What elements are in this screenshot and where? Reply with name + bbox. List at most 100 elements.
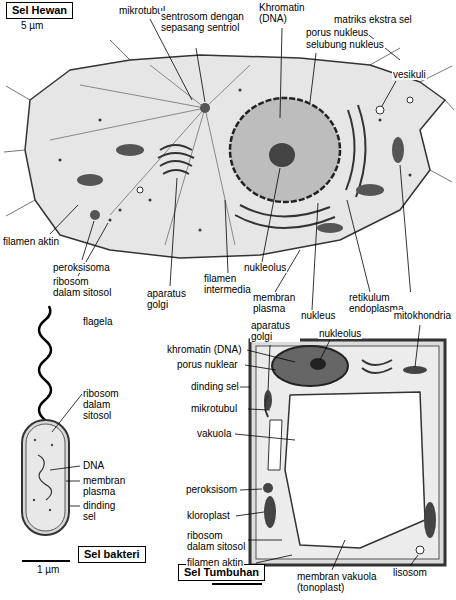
part-label: aparatus golgi: [250, 320, 300, 342]
part-label: sentrosom dengan sepasang sentriol: [160, 11, 246, 33]
leader-line: [280, 28, 282, 118]
part-label: mikrotubul: [118, 5, 166, 16]
leader-line: [247, 350, 295, 362]
bacterium: [33, 439, 53, 511]
animal-cell: [59, 159, 62, 162]
plant-cell: [250, 340, 445, 565]
part-label: peroksisoma: [52, 262, 111, 273]
leader-line: [268, 345, 270, 391]
part-label: peroksisom: [185, 484, 238, 495]
leader-line: [240, 489, 262, 490]
animal-cell: [379, 119, 382, 122]
leader-line: [50, 205, 78, 234]
leader-line: [400, 165, 412, 310]
bacterium: [26, 424, 65, 531]
leader-line: [66, 481, 80, 482]
title-box: Sel bakteri: [78, 546, 146, 563]
bacterium: [22, 306, 69, 535]
leader-line: [410, 555, 418, 566]
leader-line: [196, 48, 205, 102]
plant-cell: [268, 420, 282, 470]
plant-cell: [265, 395, 268, 417]
part-label: filamen aktin: [2, 236, 60, 247]
part-label: membran vakuola (tonoplast): [296, 571, 382, 593]
animal-cell: [163, 170, 189, 174]
animal-cell: [356, 105, 366, 197]
animal-cell: [346, 110, 355, 190]
leader-line: [332, 540, 345, 570]
part-label: vakuola: [196, 428, 232, 439]
animal-cell: [239, 89, 242, 92]
animal-cell: [50, 108, 205, 140]
plant-cell: [285, 392, 425, 548]
part-label: nukleolus: [243, 262, 287, 273]
leader-line: [415, 325, 420, 367]
bacterium: [38, 455, 52, 500]
animal-cell: [160, 145, 192, 150]
bacterium: [51, 444, 53, 446]
title-text: Sel Hewan: [12, 4, 67, 17]
bacterium: [33, 499, 35, 501]
bacterium: [34, 439, 36, 441]
plant-cell: [263, 483, 273, 493]
part-label: porus nukleus: [305, 27, 369, 38]
leader-line: [52, 394, 82, 432]
animal-cell: [356, 184, 384, 196]
animal-cell: [77, 174, 103, 186]
leader-line: [240, 387, 250, 388]
part-label: dinding sel: [82, 500, 124, 522]
part-label: filamen aktin: [186, 557, 244, 568]
animal-cell: [205, 65, 250, 108]
animal-cell: [199, 229, 202, 232]
part-label: DNA: [82, 460, 105, 471]
animal-cell: [99, 119, 102, 122]
part-label: ribosom dalam sitosol: [186, 530, 248, 552]
leader-line: [347, 200, 370, 292]
leader-line: [235, 434, 295, 440]
part-label: khromatin (DNA): [166, 344, 242, 355]
animal-cell: [158, 153, 194, 158]
plant-cell: [264, 496, 276, 528]
part-label: porus nuklear: [176, 359, 239, 370]
plant-cell: [250, 340, 445, 565]
animal-cell: [407, 97, 413, 103]
animal-cell: [110, 40, 130, 60]
animal-cell: [6, 86, 30, 100]
plant-cell: [263, 366, 436, 538]
part-label: kloroplast: [186, 510, 231, 521]
animal-cell: [430, 170, 452, 182]
part-label: ribosom dalam sitosol: [52, 276, 114, 298]
animal-cell: [6, 200, 35, 216]
scale-bar: [212, 583, 262, 585]
animal-cell: [376, 106, 384, 114]
part-label: 1 µm: [36, 564, 60, 575]
animal-cell: [149, 199, 152, 202]
scale-bar: [22, 560, 70, 562]
animal-cell: [230, 98, 340, 202]
leader-line: [256, 555, 292, 563]
part-label: nukleus: [300, 310, 336, 321]
part-label: lisosom: [392, 567, 428, 578]
leader-line: [262, 168, 280, 262]
leader-line: [245, 540, 282, 541]
part-label: selubung nukleus: [305, 39, 385, 50]
animal-cell: [165, 108, 205, 245]
plant-cell: [265, 360, 392, 417]
plant-cell: [403, 366, 427, 374]
animal-cell: [50, 65, 250, 245]
part-label: dinding sel: [190, 381, 240, 392]
animal-cell: [137, 97, 413, 193]
part-label: nukleolus: [318, 328, 362, 339]
part-label: flagela: [82, 316, 113, 327]
title-text: Sel bakteri: [84, 548, 140, 561]
plant-cell: [310, 358, 326, 370]
animal-cell: [116, 144, 144, 156]
leader-line: [320, 340, 330, 360]
title-box: Sel Hewan: [6, 2, 73, 19]
leader-line: [310, 53, 316, 102]
leader-line: [50, 466, 80, 470]
animal-cell: [137, 187, 143, 193]
part-label: membran plasma: [82, 475, 132, 497]
animal-cell: [392, 137, 404, 163]
